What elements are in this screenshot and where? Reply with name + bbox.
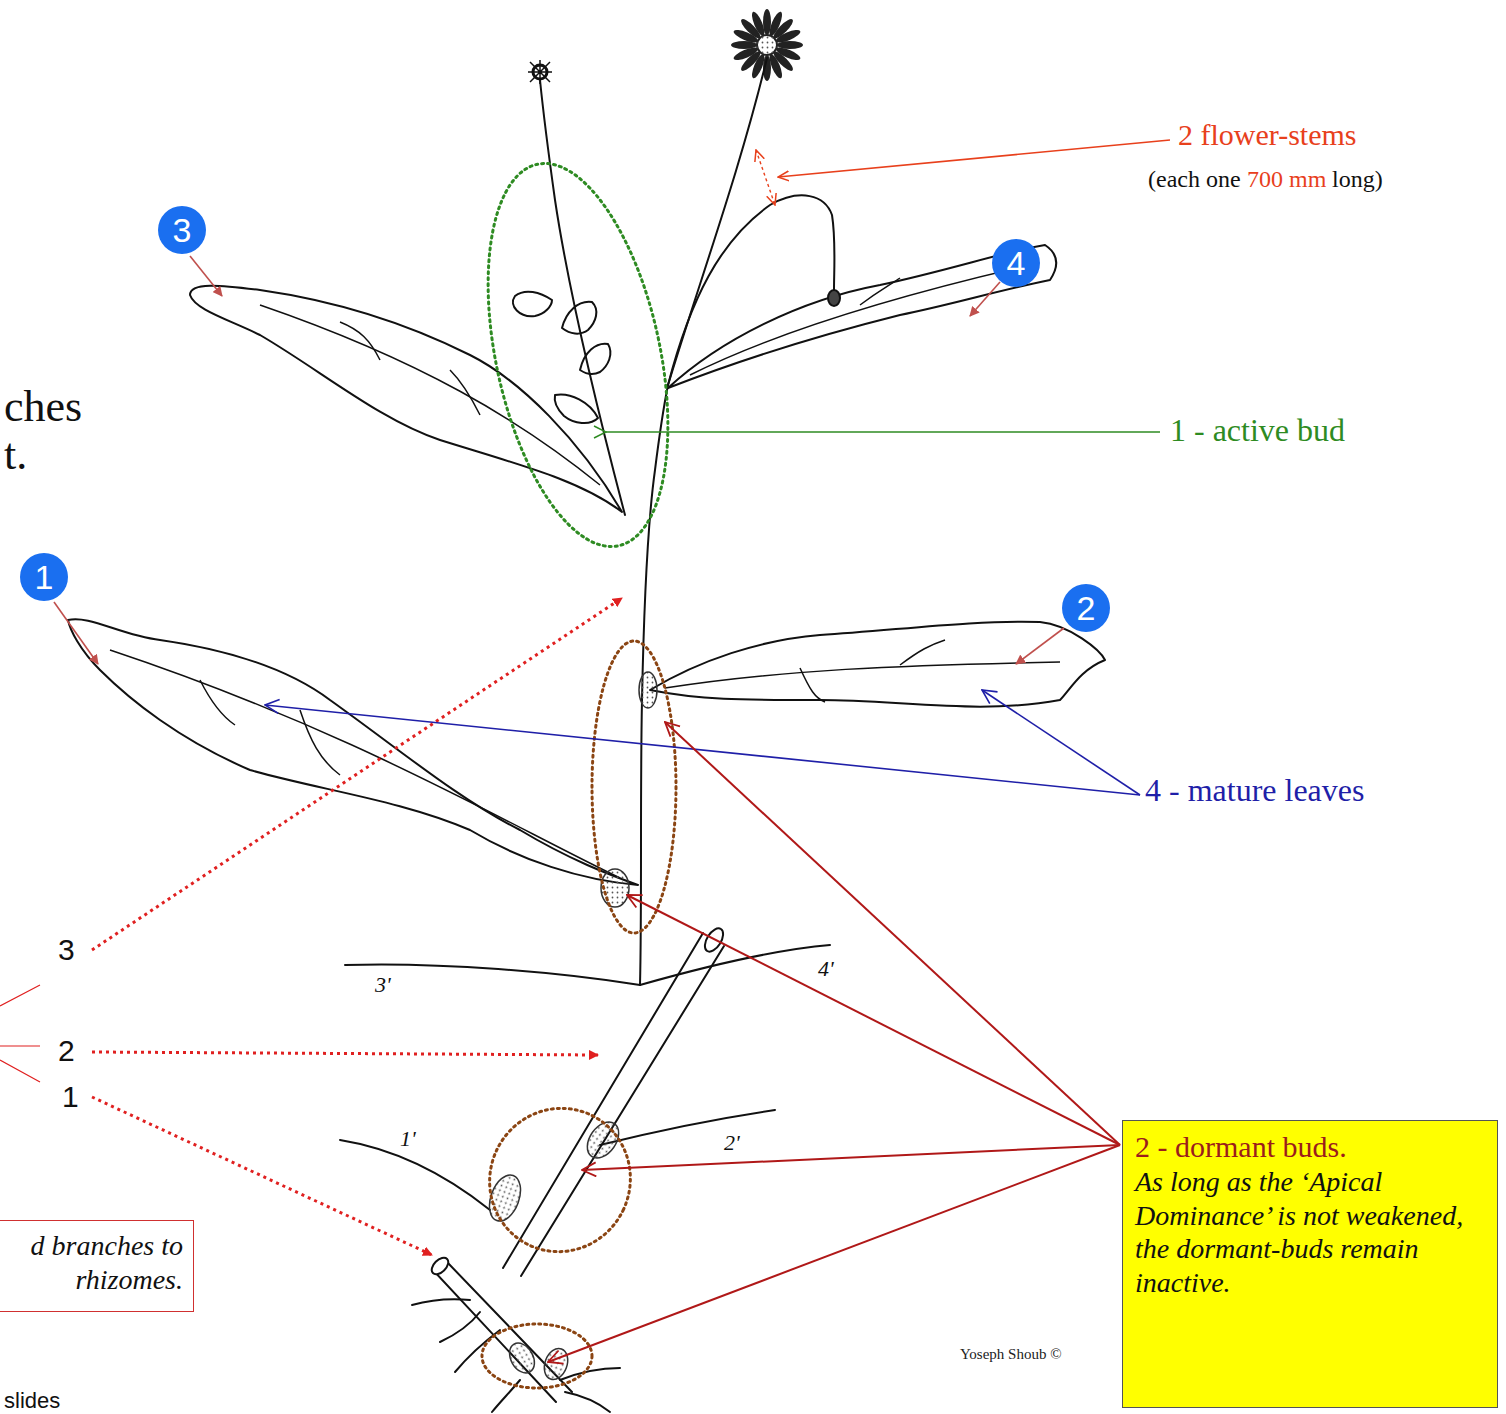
dormant-bud-shapes-part (504, 1339, 539, 1378)
dimension-text: long) (1332, 166, 1383, 194)
flower-head (731, 9, 803, 81)
dormant-bud-shapes-part (540, 1345, 572, 1383)
leader-lines-part (665, 722, 1120, 1145)
dotted-outlines-part (457, 147, 699, 563)
mature-leaves-part (300, 710, 340, 775)
plant-stems-part (600, 1110, 775, 1145)
mature-leaves-part (800, 668, 825, 702)
plant-stems-part (668, 195, 835, 385)
dimension-value: 700 mm (1247, 166, 1326, 194)
active-bud-shoot-part (580, 344, 610, 374)
stub-label: 4' (818, 956, 834, 981)
cut-text: ches (4, 382, 82, 433)
mature-leaves-part (690, 265, 1030, 375)
leader-lines-part (1016, 628, 1064, 664)
plant-stems-part (503, 933, 703, 1268)
flower-head-part-part (750, 10, 767, 37)
plant-stems-part (565, 1392, 610, 1412)
note-box: d branches to rhizomes. (0, 1220, 194, 1312)
flower-head-part (757, 35, 777, 55)
leader-lines (0, 140, 1170, 1362)
circle-fill (992, 239, 1040, 287)
leader-lines-part (970, 282, 1000, 316)
mature-leaves-part (190, 286, 622, 512)
leader-lines-part (582, 1145, 1120, 1170)
dotted-outlines (457, 147, 699, 1388)
leader-lines-part (92, 598, 622, 950)
dormant-bud-shapes (484, 672, 657, 1383)
callout-number: 4 (1007, 246, 1026, 280)
dormant-bud-shapes-part (639, 672, 657, 708)
part-label: 2 flower-stems (1178, 118, 1357, 153)
dotted-outlines-part (466, 1085, 654, 1275)
mature-leaves-part (200, 680, 235, 725)
cut-text: slides (4, 1388, 60, 1413)
plant-stems-part (560, 1368, 620, 1380)
plant-stems-part (521, 946, 724, 1276)
callout-number: 3 (58, 933, 75, 968)
leader-lines-part (0, 985, 40, 1082)
mature-leaves-part (650, 622, 1105, 707)
active-bud-shoot-part (828, 290, 840, 306)
plant-stems-part (429, 1255, 452, 1278)
note-body: As long as the ‘Apical Dominance’ is not… (1135, 1165, 1487, 1299)
mature-leaves-part (665, 662, 1060, 688)
circle-fill (158, 206, 206, 254)
mature-leaves-part (68, 619, 638, 885)
active-bud-shoot-part (555, 394, 598, 423)
part-label: 1 - active bud (1170, 412, 1345, 449)
callout-circle: 4 (991, 238, 1041, 288)
callout-number: 3 (173, 213, 192, 247)
leader-lines-part (606, 431, 1160, 433)
callout-number: 1 (35, 560, 54, 594)
plant-stems-part (440, 1312, 480, 1342)
callout-circle: 3 (157, 205, 207, 255)
circle-fill (20, 553, 68, 601)
leader-lines-part (92, 1052, 598, 1055)
active-bud-shoot-part (513, 292, 552, 317)
circle-fill (1062, 584, 1110, 632)
mature-leaves-part (340, 322, 380, 360)
mature-leaves-part (900, 640, 945, 665)
dotted-outlines-part (482, 1324, 592, 1388)
leader-lines-part (548, 1145, 1120, 1362)
callout-circle: 2 (1061, 583, 1111, 633)
mature-leaves-part (860, 278, 900, 305)
dimension-text: (each one (1148, 166, 1241, 194)
dotted-outlines-part (592, 641, 676, 933)
stub-label: 2' (724, 1130, 740, 1155)
leader-lines-part (627, 895, 1120, 1145)
leader-lines-part (190, 256, 222, 296)
leader-lines-part (265, 705, 1140, 795)
callout-number: 2 (1077, 591, 1096, 625)
leader-lines-part (778, 140, 1170, 177)
mature-leaves-part (450, 370, 480, 415)
stub-label: 3' (375, 972, 391, 997)
active-bud-shoot (513, 60, 840, 423)
flower-head-part (757, 35, 777, 55)
mature-leaves (68, 245, 1105, 885)
plant-stems-part (640, 945, 830, 985)
part-label: 4 - mature leaves (1145, 772, 1364, 809)
flower-head-part (750, 10, 767, 37)
mature-leaves-part (260, 305, 600, 485)
active-bud-shoot-part (528, 60, 552, 84)
cut-text: t. (4, 430, 27, 481)
note-text: d branches to rhizomes. (6, 1229, 183, 1296)
stub-label: 1' (400, 1126, 416, 1151)
leader-lines-part (982, 690, 1140, 795)
note-heading: 2 - dormant buds. (1135, 1129, 1487, 1165)
plant-stems-part (412, 1299, 470, 1305)
copyright-text: Yoseph Shoub © (960, 1346, 1062, 1363)
leader-lines-part (756, 150, 775, 205)
callout-circle: 1 (19, 552, 69, 602)
active-bud-shoot-part (562, 302, 596, 334)
callout-number: 2 (58, 1034, 75, 1069)
leader-lines-part (54, 602, 98, 664)
mature-leaves-part (110, 650, 620, 878)
callout-number: 1 (62, 1080, 79, 1115)
note-box: 2 - dormant buds.As long as the ‘Apical … (1122, 1120, 1498, 1408)
